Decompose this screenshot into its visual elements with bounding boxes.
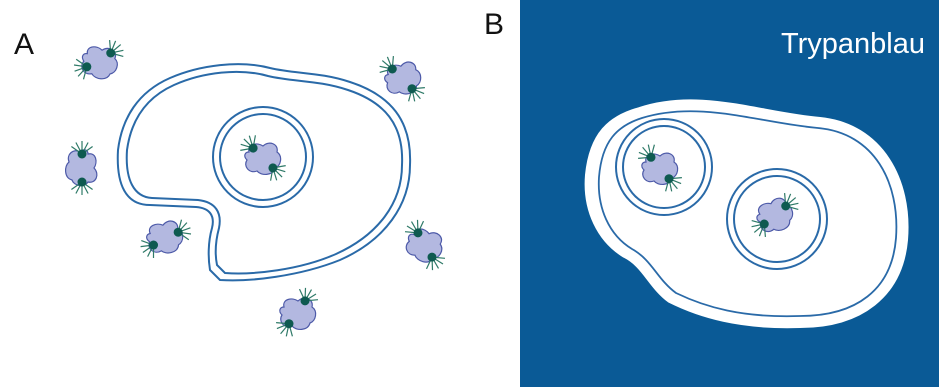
bacterium <box>74 40 123 81</box>
bacterium <box>380 56 425 101</box>
panel-a: A <box>0 0 520 387</box>
marker-dot <box>82 62 91 71</box>
marker-dot <box>285 319 294 328</box>
panel-b: Trypanblau <box>520 0 939 387</box>
host-cell-stained <box>588 102 906 325</box>
marker-dot <box>249 144 258 153</box>
bacterium <box>240 135 285 180</box>
marker-dot <box>106 49 115 58</box>
marker-dot <box>781 202 790 211</box>
marker-dot <box>407 84 416 93</box>
marker-dot <box>78 150 87 159</box>
marker-dot <box>268 163 277 172</box>
marker-dot <box>414 228 423 237</box>
marker-dot <box>78 178 87 187</box>
marker-dot <box>647 153 656 162</box>
marker-dot <box>664 174 673 183</box>
marker-dot <box>174 228 183 237</box>
marker-dot <box>149 241 158 250</box>
marker-dot <box>428 253 437 262</box>
stain-label: Trypanblau <box>781 30 925 59</box>
panel-a-diagram <box>0 0 520 387</box>
panel-letter-b: B <box>484 10 504 40</box>
marker-dot <box>760 219 769 228</box>
host-cell-body <box>588 102 906 325</box>
marker-dot <box>388 65 397 74</box>
panel-letter-a: A <box>14 30 34 60</box>
bacterium <box>66 141 97 195</box>
marker-dot <box>301 296 310 305</box>
bacterium <box>402 220 446 270</box>
bacterium <box>276 288 318 337</box>
bacterium <box>141 219 191 258</box>
bacterium-body <box>402 225 446 267</box>
